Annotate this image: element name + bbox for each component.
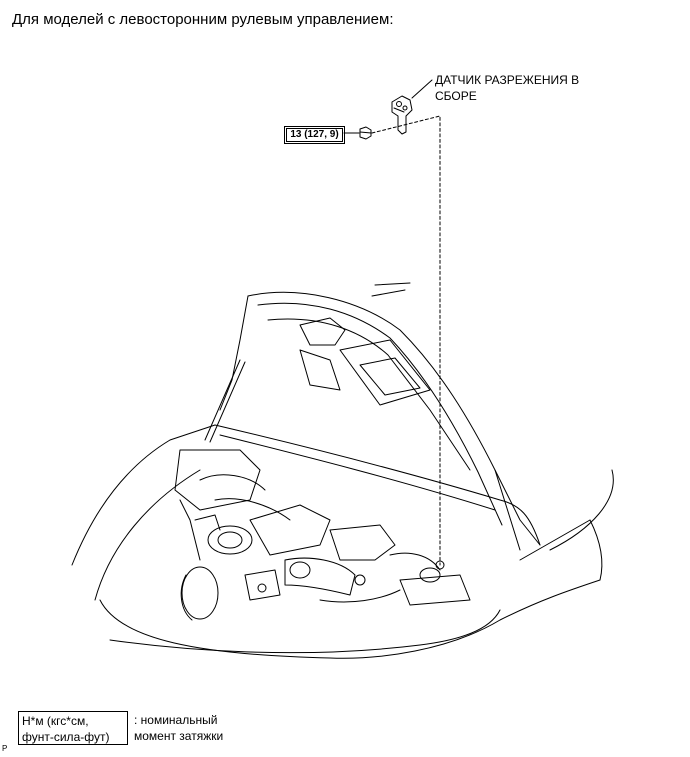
page-caption: Для моделей с левосторонним рулевым упра… xyxy=(12,11,394,28)
label-leader-line xyxy=(411,79,433,99)
car-body-outline xyxy=(71,424,614,659)
legend-desc-line2: момент затяжки xyxy=(134,729,224,743)
torque-legend-box: Н*м (кгс*см, фунт-сила-фут) xyxy=(18,711,128,745)
sensor-mount-point xyxy=(435,560,445,570)
legend-box-line1: Н*м (кгс*см, xyxy=(22,714,89,728)
engine-components xyxy=(174,449,471,606)
legend-desc-line1: : номинальный xyxy=(134,713,218,727)
torque-spec-box: 13 (127, 9) xyxy=(284,126,345,144)
legend-box-line2: фунт-сила-фут) xyxy=(22,730,110,744)
torque-legend-description: : номинальный момент затяжки xyxy=(134,712,223,744)
sensor-label-line1: ДАТЧИК РАЗРЕЖЕНИЯ В xyxy=(435,73,580,87)
hood-support-left xyxy=(204,359,241,441)
nut-part xyxy=(359,126,372,140)
open-hood xyxy=(219,282,541,546)
sensor-label-line2: СБОРЕ xyxy=(435,89,477,103)
sensor-label: ДАТЧИК РАЗРЕЖЕНИЯ В СБОРЕ xyxy=(435,72,625,104)
installation-dashed-line xyxy=(371,115,441,566)
hood-support-right xyxy=(494,469,521,551)
cowl-line xyxy=(214,424,541,546)
figure-corner-mark: P xyxy=(2,744,8,753)
vacuum-sensor-part xyxy=(391,95,413,135)
